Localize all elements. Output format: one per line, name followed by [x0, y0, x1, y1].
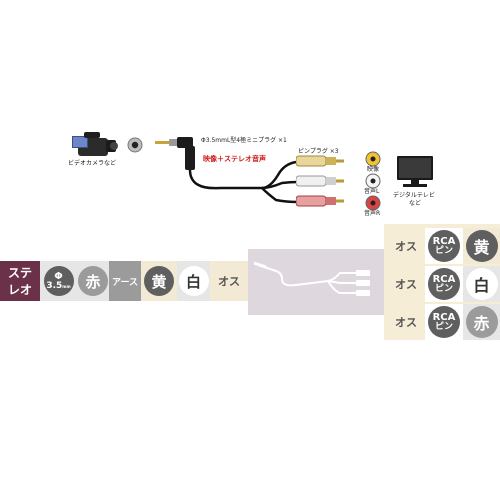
row-color-char: 黄 [473, 238, 490, 257]
rca-circle: RCA ピン [428, 230, 460, 262]
earth-label: アース [111, 277, 138, 288]
white-char: 白 [185, 272, 201, 291]
rca-circle: RCA ピン [428, 306, 460, 338]
cable-diagram-icon [253, 261, 370, 296]
row-male-cell: オス [387, 266, 425, 302]
rca-plugs-icon [296, 155, 344, 207]
pin-label: ピン [434, 283, 453, 294]
row-color-cell: 赤 [463, 304, 500, 340]
rca-type-cell: RCA ピン [425, 304, 463, 340]
red-cell: 赤 [77, 261, 109, 301]
mini-plug-icon [155, 137, 195, 170]
plug-label: Φ3.5mmL型4極ミニプラグ ×1 [201, 137, 287, 144]
plug-spec-band: ステ レオ Φ 3.5mm 赤 アース 黄 白 オス [0, 261, 248, 301]
row-male-cell: オス [387, 228, 425, 264]
connection-illustration: ビデオカメラなど Φ3.5mmL型4極ミニプラグ ×1 映像＋ステレオ音声 [0, 0, 500, 230]
yellow-circle: 黄 [144, 266, 174, 296]
out-video-label: 映像 [367, 166, 380, 173]
rca-circle: RCA ピン [428, 268, 460, 300]
pin-plug-label: ピンプラグ ×3 [298, 148, 339, 155]
size-value: 3.5 [46, 280, 63, 291]
row-color-cell: 黄 [463, 228, 500, 264]
rca-type-cell: RCA ピン [425, 228, 463, 264]
cable-illustration [188, 160, 299, 204]
yellow-circle: 黄 [465, 230, 498, 262]
pin-label: ピン [434, 245, 453, 256]
row-male-label: オス [395, 316, 417, 329]
earth-cell: アース [109, 261, 141, 301]
red-circle: 赤 [78, 266, 108, 296]
output-jacks-icon [365, 151, 381, 211]
rca-label: RCA [432, 311, 456, 323]
red-circle: 赤 [465, 306, 498, 338]
rca-label: RCA [432, 235, 456, 247]
white-circle: 白 [465, 268, 498, 300]
tv-label-1: デジタルテレビ [393, 192, 435, 199]
size-cell: Φ 3.5mm [40, 261, 77, 301]
tv-label-2: など [409, 200, 422, 207]
rca-row: オス RCA ピン 赤 [384, 304, 500, 340]
stereo-label-1: ステ [7, 266, 32, 280]
yellow-char: 黄 [151, 272, 167, 291]
white-circle: 白 [178, 266, 209, 296]
jack-icon [127, 137, 143, 153]
stereo-tag: ステ レオ [0, 261, 40, 301]
size-unit: mm [62, 283, 71, 289]
row-color-char: 赤 [473, 314, 490, 333]
white-cell: 白 [177, 261, 210, 301]
pin-label: ピン [434, 321, 453, 332]
out-audio-l-label: 音声L [364, 188, 380, 195]
row-male-label: オス [395, 278, 417, 291]
rca-row: オス RCA ピン 黄 [384, 228, 500, 264]
red-char: 赤 [85, 272, 101, 291]
rca-panel: オス RCA ピン 黄 オス RCA ピン 白 [384, 224, 500, 340]
row-color-cell: 白 [463, 266, 500, 302]
phi-symbol: Φ [54, 270, 63, 282]
camcorder-icon [72, 132, 118, 156]
rca-row: オス RCA ピン 白 [384, 266, 500, 302]
yellow-cell: 黄 [141, 261, 177, 301]
rca-label: RCA [432, 273, 456, 285]
size-circle: Φ 3.5mm [43, 266, 74, 296]
cable-diagram [248, 249, 384, 315]
stereo-label-2: レオ [7, 283, 32, 297]
signal-label: 映像＋ステレオ音声 [203, 155, 266, 163]
row-male-label: オス [395, 240, 417, 253]
male-cell: オス [210, 261, 248, 301]
male-label: オス [218, 275, 240, 288]
row-color-char: 白 [473, 276, 490, 295]
row-male-cell: オス [387, 304, 425, 340]
rca-type-cell: RCA ピン [425, 266, 463, 302]
tv-icon [397, 156, 433, 187]
out-audio-r-label: 音声R [364, 210, 381, 217]
camera-label: ビデオカメラなど [68, 160, 117, 167]
